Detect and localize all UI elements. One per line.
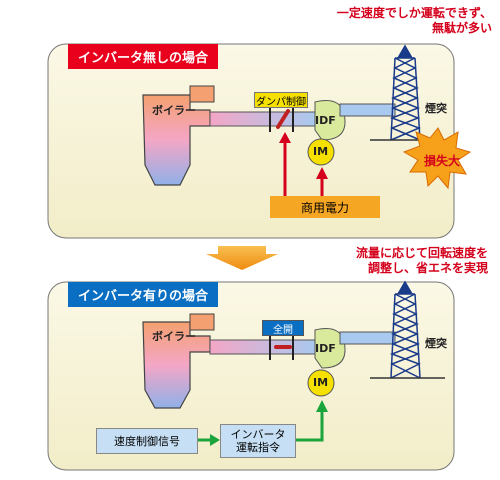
damper-valve-top	[276, 109, 290, 129]
panel-without-title: インバータ無しの場合	[68, 44, 219, 69]
im-label-top: IM	[313, 145, 329, 158]
chimney-tower-top	[389, 44, 422, 141]
im-motor-bottom	[307, 369, 335, 397]
im-label-bottom: IM	[313, 376, 329, 389]
panel-without-frame	[47, 43, 455, 239]
mid-note-line2: 調整し、省エネを実現	[367, 261, 488, 275]
loss-starburst	[402, 127, 472, 190]
inverter-line1: インバータ	[230, 428, 286, 441]
idf-label-bottom: IDF	[315, 342, 336, 355]
inverter-line2: 運転指令	[236, 441, 280, 454]
power-box: 商用電力	[270, 196, 380, 218]
chimney-label-top: 煙突	[425, 102, 447, 115]
top-note-line1: 一定速度でしか運転できず、	[336, 6, 492, 20]
boiler-label-top: ボイラー	[152, 104, 196, 117]
transition-arrow	[206, 246, 278, 270]
damper-label-bottom: 全開	[262, 320, 304, 336]
mid-note: 流量に応じて回転速度を 調整し、省エネを実現	[268, 246, 488, 276]
chimney-label-bottom: 煙突	[425, 337, 447, 350]
top-note-line2: 無駄が多い	[431, 21, 492, 35]
chimney-tower-bottom	[389, 280, 421, 379]
panel-with-title: インバータ有りの場合	[68, 282, 219, 307]
boiler-bottom	[142, 313, 215, 409]
im-motor-top	[307, 138, 335, 166]
duct-top	[209, 111, 316, 127]
duct-bottom	[209, 339, 316, 355]
inverter-box: インバータ 運転指令	[220, 424, 296, 458]
idf-label-top: IDF	[315, 114, 336, 127]
idf-fan-bottom	[314, 328, 346, 369]
damper-label-top: ダンパ制御	[254, 92, 308, 108]
boiler-label-bottom: ボイラー	[152, 330, 196, 343]
boiler-top	[142, 85, 215, 186]
loss-label: 損失大	[424, 154, 461, 168]
top-note: 一定速度でしか運転できず、 無駄が多い	[232, 6, 492, 36]
mid-note-line1: 流量に応じて回転速度を	[355, 246, 488, 260]
signal-box: 速度制御信号	[96, 428, 198, 454]
